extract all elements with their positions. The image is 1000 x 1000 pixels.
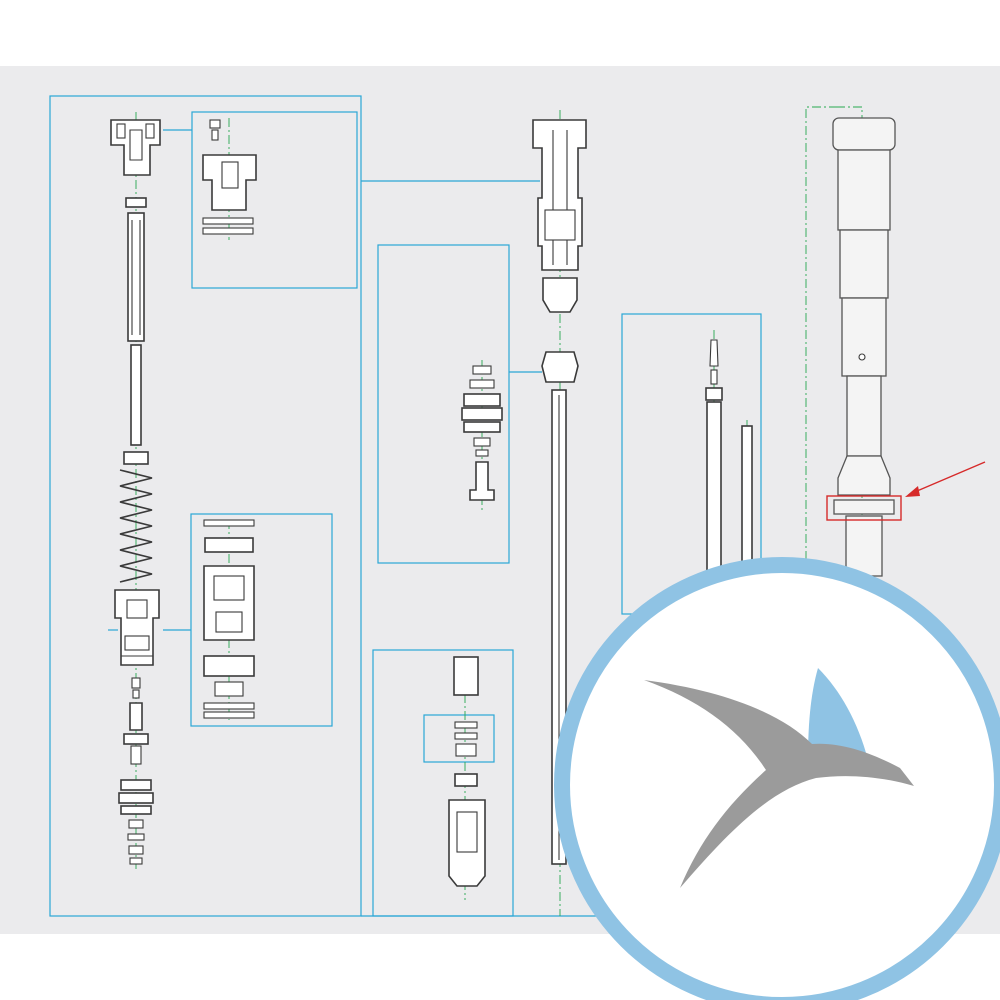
fork-lower-tube xyxy=(845,515,883,577)
cartridge-detail-parts xyxy=(203,519,255,719)
top-cap-assembly xyxy=(110,119,161,176)
spacer-washer xyxy=(125,197,147,208)
piston-detail-parts xyxy=(461,365,503,501)
highlight-box xyxy=(826,495,902,521)
fork-upper-tube xyxy=(832,117,896,496)
lower-ring-seal xyxy=(833,499,895,515)
piston-stack xyxy=(118,779,154,865)
valve-detail-parts xyxy=(448,656,486,887)
callout-cartridge-detail xyxy=(190,513,333,727)
watermark-badge xyxy=(554,557,1000,1000)
callout-valve-inner xyxy=(423,714,495,763)
highlight-arrow xyxy=(905,461,986,497)
bird-wing-icon xyxy=(808,668,868,760)
spring-seat xyxy=(123,451,149,465)
top-cap-detail-parts xyxy=(202,119,257,235)
callout-valve-detail xyxy=(372,649,514,917)
callout-left-assembly xyxy=(49,95,362,917)
main-spring xyxy=(119,469,153,583)
main-column-piston-head xyxy=(541,351,579,383)
damper-rod xyxy=(130,344,142,446)
needle-valve xyxy=(123,677,149,765)
cartridge-body xyxy=(114,589,160,666)
rod-detail-parts xyxy=(705,339,753,577)
bird-body-icon xyxy=(644,680,914,888)
main-column-upper xyxy=(532,119,587,313)
axis-tube-frame xyxy=(805,106,836,560)
callout-top-cap-detail xyxy=(191,111,358,289)
upper-shaft-tube xyxy=(127,212,145,342)
callout-piston-detail xyxy=(377,244,510,564)
